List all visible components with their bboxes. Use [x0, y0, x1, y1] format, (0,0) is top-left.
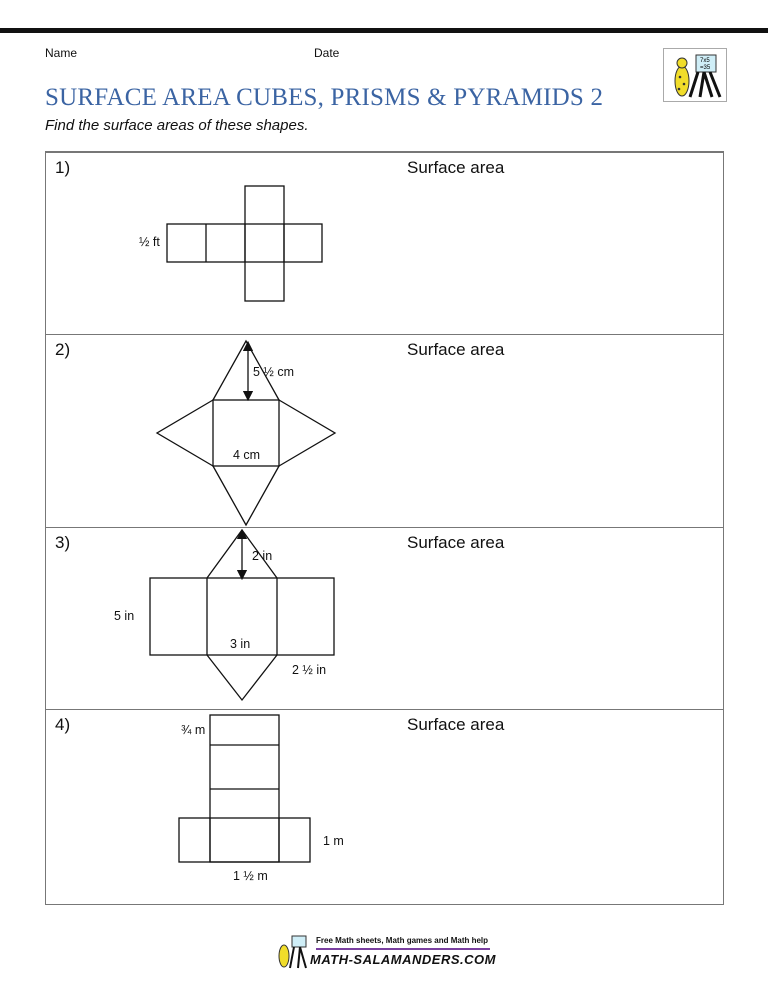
question-row-3: 3) Surface area: [46, 527, 723, 552]
question-number: 4): [55, 715, 71, 734]
square-pyramid-net: [155, 339, 337, 527]
question-number: 3): [55, 533, 71, 552]
dimension-label: 2 ½ in: [292, 663, 327, 677]
footer-tagline: Free Math sheets, Math games and Math he…: [316, 936, 489, 945]
dimension-label: ½ ft: [139, 235, 160, 249]
questions-table: 1) Surface area 2) Surface area 3) Surfa…: [45, 151, 724, 905]
dimension-label: 5 ½ cm: [253, 365, 294, 379]
dimension-label: 3 in: [230, 637, 251, 651]
question-row-2: 2) Surface area: [46, 334, 723, 359]
dimension-label: 2 in: [252, 549, 273, 563]
surface-area-label: Surface area: [407, 715, 505, 734]
footer-rule: [316, 948, 490, 950]
salamander-logo: 7x5 =35: [663, 48, 727, 102]
cube-net: [166, 185, 323, 302]
question-row-1: 1) Surface area: [46, 152, 723, 177]
dimension-label: ¾ m: [181, 723, 206, 737]
logo-board-line2: =35: [700, 65, 711, 71]
question-number: 2): [55, 340, 71, 359]
question-row-4: 4) Surface area: [46, 709, 723, 734]
top-rule: [0, 28, 768, 33]
question-number: 1): [55, 158, 71, 177]
triangular-prism-net: [149, 528, 335, 702]
dimension-label: 4 cm: [233, 448, 261, 462]
surface-area-label: Surface area: [407, 340, 505, 359]
name-label: Name: [45, 46, 78, 60]
footer-brand[interactable]: MATH-SALAMANDERS.COM: [310, 952, 496, 967]
date-label: Date: [314, 46, 340, 60]
dimension-label: 1 m: [323, 834, 344, 848]
salamander-icon: [278, 935, 307, 969]
rectangular-prism-net: [178, 714, 311, 863]
instructions: Find the surface areas of these shapes.: [45, 117, 309, 134]
surface-area-label: Surface area: [407, 533, 505, 552]
dimension-label: 5 in: [114, 609, 135, 623]
logo-board-line1: 7x5: [700, 58, 710, 64]
surface-area-label: Surface area: [407, 158, 505, 177]
footer-logo: Free Math sheets, Math games and Math he…: [274, 934, 496, 970]
page-title: SURFACE AREA CUBES, PRISMS & PYRAMIDS 2: [45, 84, 604, 111]
dimension-label: 1 ½ m: [233, 869, 268, 883]
